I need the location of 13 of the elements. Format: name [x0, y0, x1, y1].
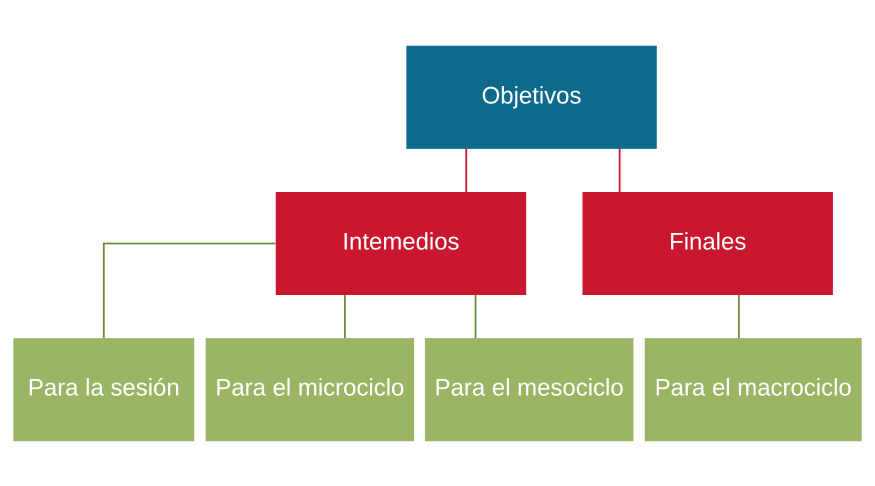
- node-box: Objetivos: [406, 45, 657, 148]
- connector: [465, 148, 468, 192]
- node-box: Para el macrociclo: [644, 338, 862, 441]
- node-box: Intemedios: [276, 191, 526, 295]
- connector: [618, 148, 621, 192]
- node-box: Finales: [582, 191, 833, 295]
- node-box: Para el microciclo: [206, 338, 414, 441]
- node-box: Para el mesociclo: [424, 338, 634, 441]
- connector: [344, 294, 346, 338]
- connector: [102, 242, 276, 338]
- connector: [738, 294, 740, 338]
- connector: [474, 294, 476, 338]
- node-box: Para la sesión: [13, 338, 194, 441]
